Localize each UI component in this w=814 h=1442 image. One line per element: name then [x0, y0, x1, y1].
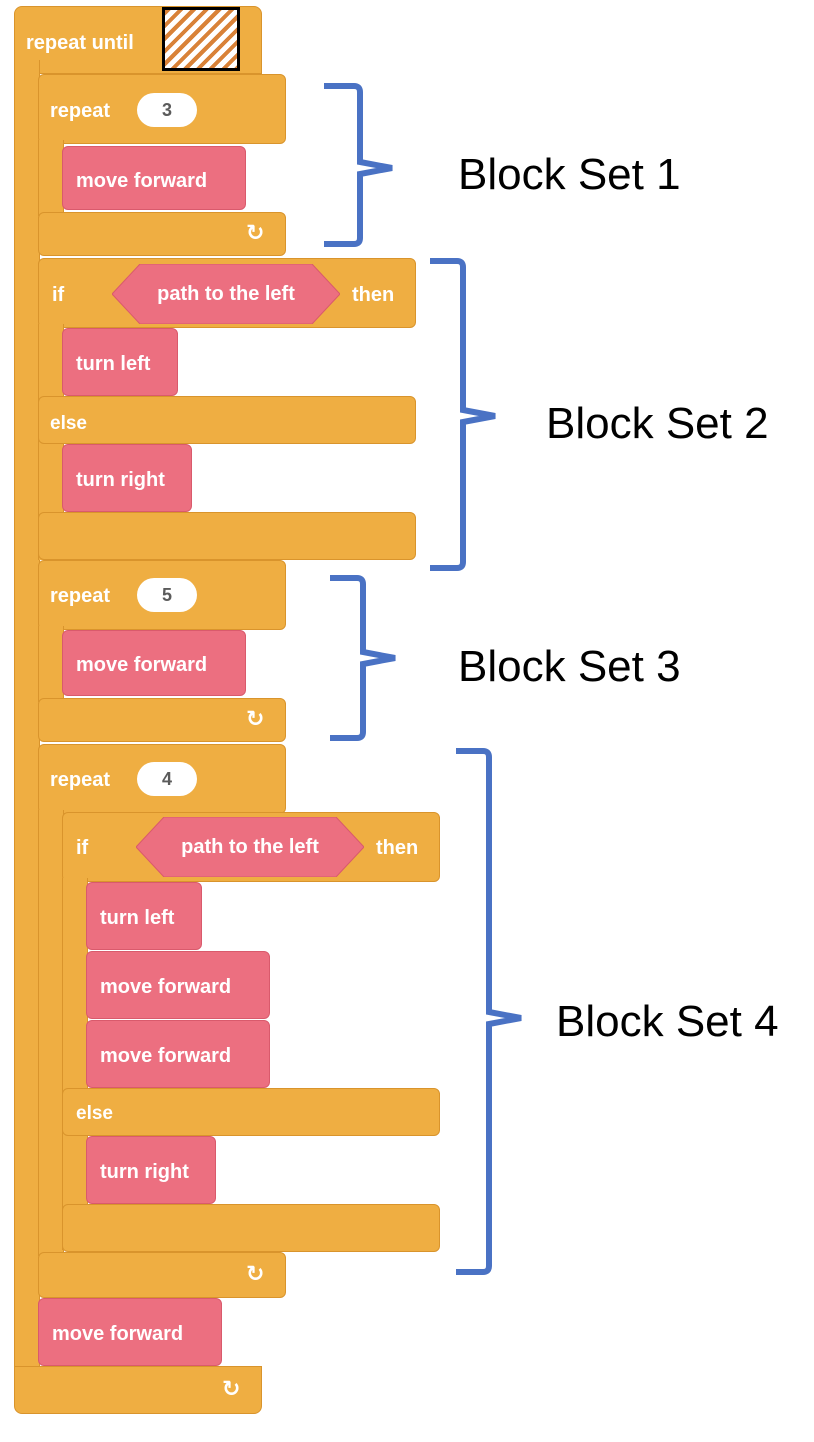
turn-right-block — [86, 1136, 216, 1204]
repeat-until-arm — [14, 60, 40, 1390]
repeat-count-input[interactable]: 5 — [137, 578, 197, 612]
loop-arrow-icon: ↻ — [246, 707, 265, 732]
condition-slot — [162, 7, 240, 71]
bracket-set1 — [324, 83, 393, 247]
block-set-3-label: Block Set 3 — [458, 642, 681, 691]
turn-right-block — [62, 444, 192, 512]
move-forward-block — [86, 1020, 270, 1088]
repeat-until-label: repeat until — [26, 32, 134, 54]
move-forward-label: move forward — [76, 654, 208, 676]
move-forward-block — [62, 146, 246, 210]
repeat-label: repeat — [50, 100, 111, 122]
if-footer-set2 — [38, 512, 416, 560]
else-label: else — [76, 1103, 113, 1124]
move-forward-block — [86, 951, 270, 1019]
path-left-condition: path to the left — [135, 816, 365, 878]
bracket-set2 — [430, 258, 496, 571]
repeat-footer-set3 — [38, 698, 286, 742]
turn-left-label: turn left — [76, 353, 151, 375]
repeat-label: repeat — [50, 585, 111, 607]
bracket-set3 — [330, 575, 396, 741]
repeat-footer-set1 — [38, 212, 286, 256]
else-label: else — [50, 413, 87, 434]
repeat-label: repeat — [50, 769, 111, 791]
repeat-footer-set4 — [38, 1252, 286, 1298]
repeat-count-input[interactable]: 4 — [137, 762, 197, 796]
loop-arrow-icon: ↻ — [246, 1262, 265, 1287]
loop-arrow-icon: ↻ — [246, 221, 265, 246]
then-label: then — [352, 284, 395, 306]
else-bar-set2 — [38, 396, 416, 444]
condition-label: path to the left — [181, 835, 319, 858]
if-label: if — [76, 837, 89, 859]
move-forward-block — [62, 630, 246, 696]
move-forward-label: move forward — [76, 170, 208, 192]
repeat-count-input[interactable]: 3 — [137, 93, 197, 127]
if-label: if — [52, 284, 65, 306]
loop-arrow-icon: ↻ — [222, 1377, 241, 1402]
block-set-1-label: Block Set 1 — [458, 150, 681, 199]
move-forward-label: move forward — [52, 1323, 184, 1345]
turn-left-label: turn left — [100, 907, 175, 929]
turn-left-block — [86, 882, 202, 950]
bracket-set4 — [456, 748, 522, 1275]
move-forward-label: move forward — [100, 976, 232, 998]
then-label: then — [376, 837, 419, 859]
else-bar-set4 — [62, 1088, 440, 1136]
condition-label: path to the left — [157, 282, 295, 305]
repeat-until-footer — [14, 1366, 262, 1414]
turn-right-label: turn right — [100, 1161, 189, 1183]
if-footer-set4 — [62, 1204, 440, 1252]
block-set-2-label: Block Set 2 — [546, 399, 769, 448]
repeat-arm-set4 — [38, 810, 64, 1256]
block-set-4-label: Block Set 4 — [556, 997, 779, 1046]
turn-right-label: turn right — [76, 469, 165, 491]
path-left-condition: path to the left — [111, 263, 341, 325]
move-forward-label: move forward — [100, 1045, 232, 1067]
move-forward-block — [38, 1298, 222, 1366]
turn-left-block — [62, 328, 178, 396]
